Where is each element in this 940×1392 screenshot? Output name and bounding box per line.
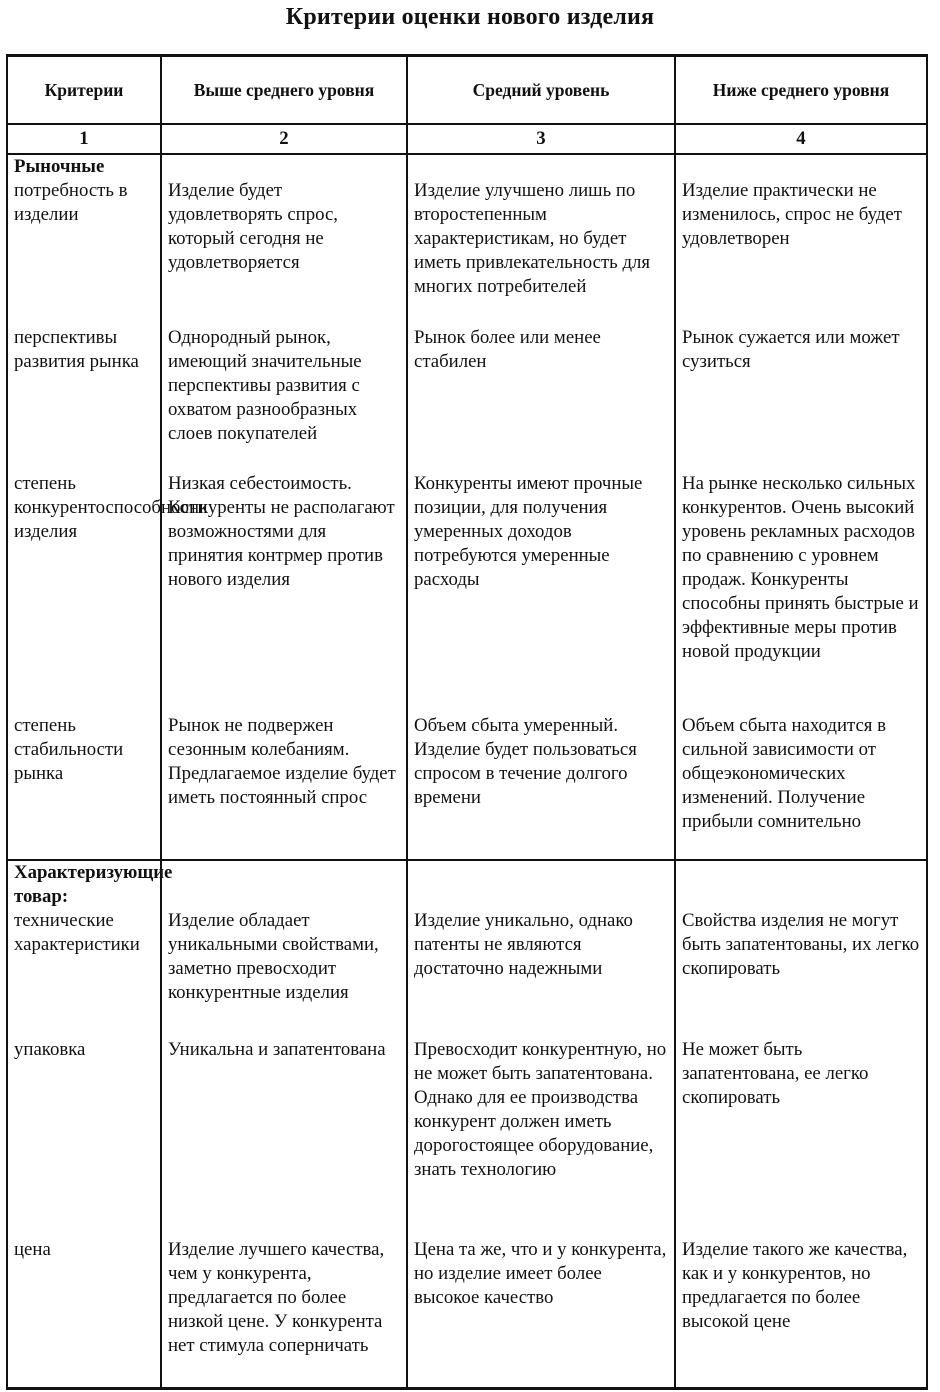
above-average-cell: Уникальна и запатентована [160, 1038, 408, 1238]
criterion-label: цена [6, 1238, 162, 1390]
criterion-label: перспективы развития рынка [6, 326, 162, 472]
average-cell: Изделие уникально, однако патенты не явл… [406, 859, 676, 1038]
below-average-cell: Рынок сужается или может сузиться [674, 326, 928, 472]
table-row: цена Изделие лучшего качества, чем у кон… [6, 1238, 928, 1390]
average-cell: Превосходит конкурентную, но не может бы… [406, 1038, 676, 1238]
criterion-label: технические характеристики [14, 910, 140, 955]
header-criteria: Критерии [6, 54, 162, 125]
table-row: степень конкурентоспособности изделия Ни… [6, 472, 928, 714]
column-number: 4 [674, 124, 928, 155]
below-average-cell: Не может быть запатентована, ее легко ск… [674, 1038, 928, 1238]
average-cell: Цена та же, что и у конкурента, но издел… [406, 1238, 676, 1390]
criterion-label: потребность в изделии [14, 180, 128, 225]
above-average-cell: Изделие будет удовлетворять спрос, котор… [160, 154, 408, 326]
below-average-cell: Изделие такого же качества, как и у конк… [674, 1238, 928, 1390]
header-row: Критерии Выше среднего уровня Средний ур… [6, 54, 928, 125]
group-heading: Характеризующие товар: [14, 862, 173, 907]
below-average-cell: На рынке несколько сильных конкурентов. … [674, 472, 928, 714]
average-cell: Рынок более или менее стабилен [406, 326, 676, 472]
average-cell: Объем сбыта умеренный. Изделие будет пол… [406, 714, 676, 860]
below-average-cell: Изделие практически не изменилось, спрос… [674, 154, 928, 326]
above-average-cell: Низкая себестоимость. Конкуренты не расп… [160, 472, 408, 714]
criterion-cell: Рыночные потребность в изделии [6, 154, 162, 326]
criteria-table: Критерии Выше среднего уровня Средний ур… [6, 54, 928, 1390]
criterion-label: степень стабильности рынка [6, 714, 162, 860]
column-number: 1 [6, 124, 162, 155]
column-number-row: 1 2 3 4 [6, 124, 928, 155]
column-number: 2 [160, 124, 408, 155]
criterion-cell: Характеризующие товар: технические харак… [6, 859, 173, 1038]
average-cell: Изделие улучшено лишь по второстепенным … [406, 154, 676, 326]
column-number: 3 [406, 124, 676, 155]
header-average: Средний уровень [406, 54, 676, 125]
above-average-cell: Однородный рынок, имеющий значительные п… [160, 326, 408, 472]
header-below-average: Ниже среднего уровня [674, 54, 928, 125]
page-title: Критерии оценки нового изделия [285, 4, 655, 30]
above-average-cell: Изделие лучшего качества, чем у конкурен… [160, 1238, 408, 1390]
table-row: перспективы развития рынка Однородный ры… [6, 326, 928, 472]
above-average-cell: Рынок не подвержен сезонным колебаниям. … [160, 714, 408, 860]
table-row: Характеризующие товар: технические харак… [6, 859, 928, 1038]
below-average-cell: Свойства изделия не могут быть запатенто… [674, 859, 928, 1038]
group-heading: Рыночные [14, 156, 105, 177]
criterion-label: степень конкурентоспособности изделия [6, 472, 208, 714]
above-average-cell: Изделие обладает уникальными свойствами,… [160, 859, 408, 1038]
average-cell: Конкуренты имеют прочные позиции, для по… [406, 472, 676, 714]
table-row: Рыночные потребность в изделии Изделие б… [6, 154, 928, 326]
below-average-cell: Объем сбыта находится в сильной зависимо… [674, 714, 928, 860]
criterion-label: упаковка [6, 1038, 162, 1238]
table-row: степень стабильности рынка Рынок не подв… [6, 714, 928, 860]
header-above-average: Выше среднего уровня [160, 54, 408, 125]
table-row: упаковка Уникальна и запатентована Прево… [6, 1038, 928, 1238]
